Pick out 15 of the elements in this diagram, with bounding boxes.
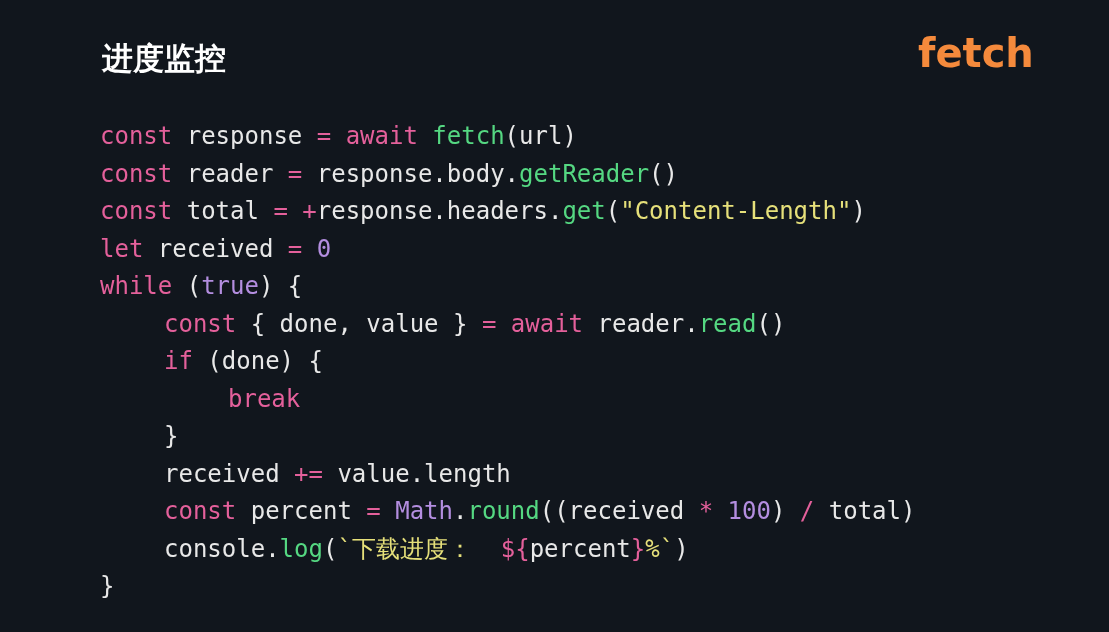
- code-line: }: [164, 421, 179, 451]
- code-line: const reader = response.body.getReader(): [100, 158, 678, 189]
- code-line: while (true) {: [100, 271, 303, 301]
- code-line: console.log(`下载进度： ${percent}%`): [164, 533, 689, 564]
- code-line: const percent = Math.round((received * 100) / total): [164, 496, 916, 526]
- code-line: let received = 0: [100, 233, 332, 264]
- code-line: received += value.length: [164, 458, 511, 489]
- code-line: }: [100, 571, 115, 601]
- api-name-label: fetch: [918, 30, 1034, 76]
- code-line: const total = +response.headers.get("Content-Length"): [100, 196, 866, 226]
- code-line: const response = await fetch(url): [100, 121, 577, 151]
- slide-title: 进度监控: [102, 39, 226, 78]
- code-line: if (done) {: [164, 346, 323, 376]
- code-line: break: [228, 383, 301, 414]
- code-line: const { done, value } = await reader.read(): [164, 308, 786, 339]
